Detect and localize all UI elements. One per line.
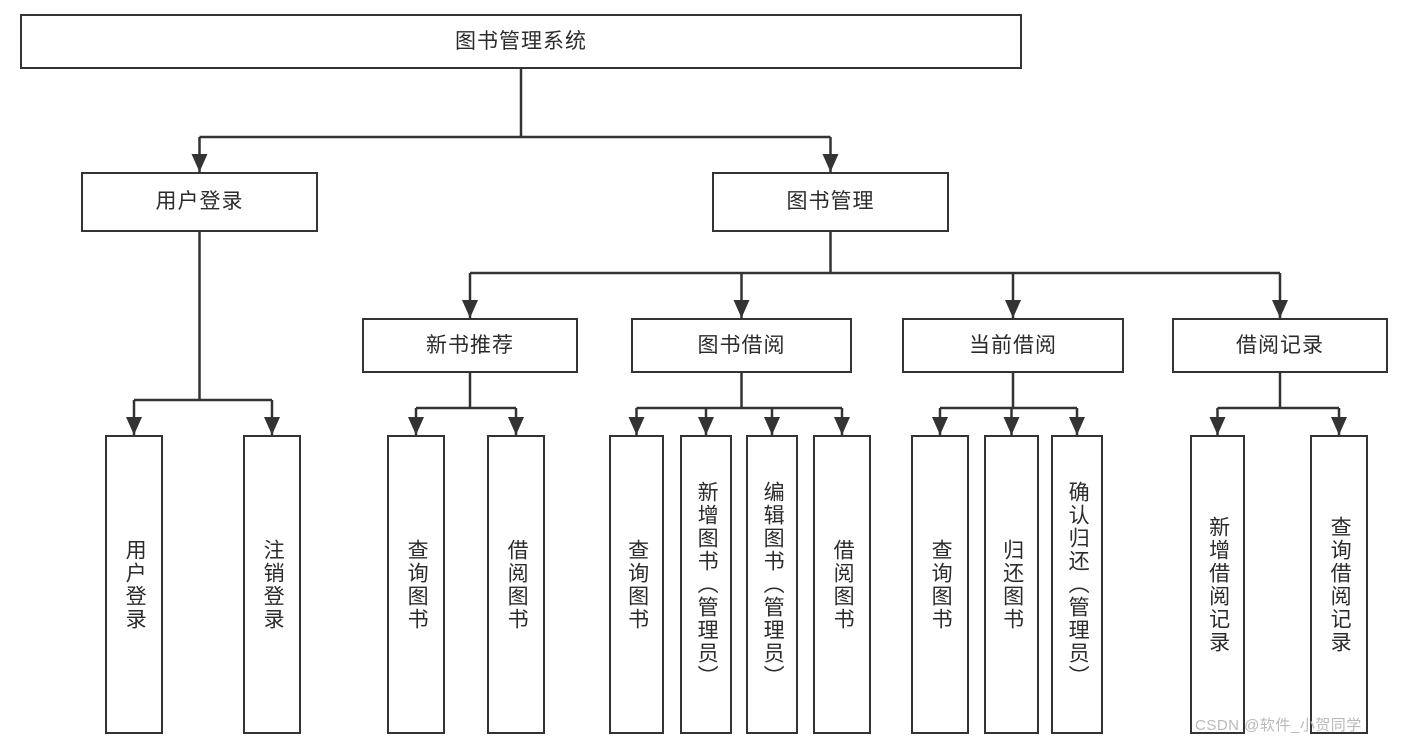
node-label: 新增借阅记录 [1206, 515, 1230, 654]
node-leaf4[interactable]: 借阅图书 [487, 435, 545, 734]
arrowhead [264, 417, 280, 435]
node-l3c[interactable]: 当前借阅 [902, 318, 1124, 373]
node-label: 查询图书 [625, 538, 649, 631]
node-leaf11[interactable]: 确认归还（管理员） [1051, 435, 1103, 734]
node-label: 借阅记录 [1236, 333, 1324, 357]
node-label: 新增图书（管理员） [695, 481, 719, 688]
node-leaf10[interactable]: 归还图书 [984, 435, 1039, 734]
node-label: 图书管理系统 [455, 29, 587, 53]
arrowhead [698, 417, 714, 435]
node-label: 当前借阅 [969, 333, 1057, 357]
node-label: 编辑图书（管理员） [761, 481, 785, 688]
node-leaf8[interactable]: 借阅图书 [813, 435, 871, 734]
node-leaf6[interactable]: 新增图书（管理员） [680, 435, 732, 734]
arrowhead [1069, 417, 1085, 435]
node-l2b[interactable]: 图书管理 [712, 172, 949, 232]
arrowhead [822, 154, 839, 172]
node-leaf12[interactable]: 新增借阅记录 [1190, 435, 1245, 734]
arrowhead [932, 417, 948, 435]
node-l3a[interactable]: 新书推荐 [362, 318, 578, 373]
node-l3b[interactable]: 图书借阅 [631, 318, 852, 373]
node-leaf13[interactable]: 查询借阅记录 [1310, 435, 1368, 734]
arrowhead [1003, 417, 1020, 435]
arrowhead [408, 417, 424, 435]
node-label: 借阅图书 [505, 538, 529, 631]
node-leaf7[interactable]: 编辑图书（管理员） [746, 435, 798, 734]
node-leaf2[interactable]: 注销登录 [243, 435, 301, 734]
arrowhead [834, 417, 850, 435]
arrowhead [628, 417, 645, 435]
arrowhead [508, 417, 524, 435]
node-label: 图书管理 [786, 190, 875, 214]
arrowhead [733, 300, 750, 318]
node-leaf5[interactable]: 查询图书 [609, 435, 664, 734]
node-label: 查询借阅记录 [1328, 515, 1352, 654]
node-root[interactable]: 图书管理系统 [20, 14, 1022, 69]
node-l2a[interactable]: 用户登录 [81, 172, 318, 232]
node-label: 查询图书 [929, 538, 953, 631]
arrowhead [126, 417, 142, 435]
node-label: 注销登录 [261, 538, 285, 631]
node-label: 确认归还（管理员） [1066, 481, 1090, 688]
arrowhead [462, 300, 478, 318]
arrowhead [1209, 417, 1226, 435]
node-label: 新书推荐 [426, 333, 514, 357]
node-label: 归还图书 [1000, 538, 1024, 631]
node-label: 查询图书 [405, 538, 429, 631]
node-label: 借阅图书 [831, 538, 855, 631]
arrowhead [1272, 300, 1288, 318]
node-leaf9[interactable]: 查询图书 [911, 435, 969, 734]
node-leaf1[interactable]: 用户登录 [105, 435, 163, 734]
arrowhead [764, 417, 780, 435]
node-label: 图书借阅 [697, 333, 786, 357]
arrowhead [1331, 417, 1347, 435]
node-leaf3[interactable]: 查询图书 [387, 435, 445, 734]
node-label: 用户登录 [123, 538, 147, 631]
arrowhead [1005, 300, 1021, 318]
arrowhead [191, 154, 208, 172]
node-label: 用户登录 [155, 190, 244, 214]
node-l3d[interactable]: 借阅记录 [1172, 318, 1388, 373]
